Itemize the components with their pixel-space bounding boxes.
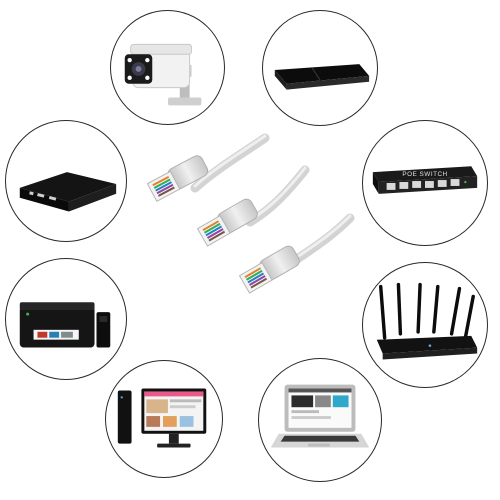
laptop-icon: [270, 384, 370, 448]
laptop-circle: [258, 358, 382, 482]
printer-icon: [19, 302, 111, 348]
rj45-connector-icon: [146, 155, 209, 202]
poe-switch-circle: POE SWITCH: [362, 120, 488, 246]
tv-box-icon: [19, 172, 117, 212]
router-circle: [362, 262, 488, 388]
desktop-circle: [105, 360, 223, 478]
desktop-computer-icon: [117, 388, 207, 448]
security-camera-icon: [124, 43, 202, 106]
poe-switch-icon: POE SWITCH: [372, 166, 478, 194]
wifi-router-icon: [376, 282, 478, 360]
cable-1: [190, 133, 270, 193]
dvr-circle: [262, 10, 378, 126]
poe-switch-label: POE SWITCH: [402, 171, 447, 178]
tvbox-circle: [5, 120, 127, 242]
rj45-connector-icon: [196, 198, 258, 247]
network-video-recorder-icon: [274, 64, 370, 90]
camera-circle: [110, 10, 225, 125]
printer-circle: [5, 258, 127, 380]
rj45-connector-icon: [238, 245, 300, 294]
